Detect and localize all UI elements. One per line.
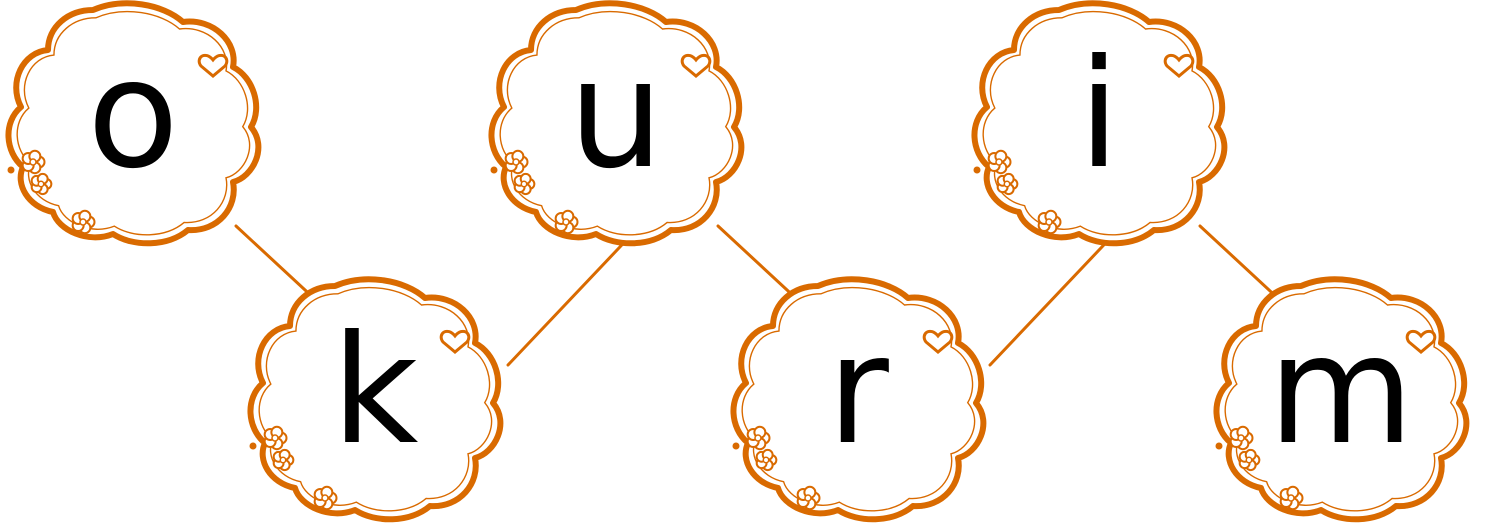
flower-icon <box>21 149 46 175</box>
flower-icon <box>263 425 288 451</box>
letter-cloud: i <box>974 3 1225 243</box>
flower-icon <box>504 149 529 175</box>
heart-icon <box>197 53 229 78</box>
heart-icon <box>922 329 954 354</box>
heart-icon <box>680 53 712 78</box>
flower-icon <box>1037 209 1062 235</box>
heart-icon <box>439 329 471 354</box>
flower-icon <box>1279 485 1304 511</box>
dot-decoration <box>973 166 981 174</box>
flower-icon <box>755 448 778 472</box>
flower-icon <box>30 172 53 196</box>
flower-icon <box>746 425 771 451</box>
flower-icon <box>987 149 1012 175</box>
heart-icon <box>1163 53 1195 78</box>
cloud-letter: o <box>87 28 179 202</box>
flower-icon <box>313 485 338 511</box>
connector-line <box>506 228 638 367</box>
dot-decoration <box>249 442 257 450</box>
flower-icon <box>71 209 96 235</box>
flower-icon <box>1229 425 1254 451</box>
letter-cloud: m <box>1216 279 1467 519</box>
letter-cloud: r <box>733 279 984 519</box>
heart-icon <box>1405 329 1437 354</box>
letter-cloud: o <box>8 3 259 243</box>
connector-line <box>1198 224 1284 304</box>
letter-cloud: k <box>250 279 501 519</box>
connector-line <box>234 224 320 304</box>
flower-icon <box>796 485 821 511</box>
cloud-letter: k <box>332 304 419 478</box>
connector-lines <box>234 224 1284 367</box>
flower-icon <box>513 172 536 196</box>
cloud-letter: u <box>568 28 663 202</box>
dot-decoration <box>1215 442 1223 450</box>
flower-icon <box>996 172 1019 196</box>
dot-decoration <box>7 166 15 174</box>
flower-icon <box>1238 448 1261 472</box>
letter-cloud: u <box>491 3 742 243</box>
dot-decoration <box>490 166 498 174</box>
flower-icon <box>272 448 295 472</box>
connector-line <box>716 224 802 304</box>
cloud-letter: i <box>1078 28 1120 202</box>
cloud-letter: r <box>827 304 889 478</box>
cloud-letter: m <box>1268 304 1414 478</box>
connector-line <box>988 228 1120 367</box>
flower-icon <box>554 209 579 235</box>
dot-decoration <box>732 442 740 450</box>
